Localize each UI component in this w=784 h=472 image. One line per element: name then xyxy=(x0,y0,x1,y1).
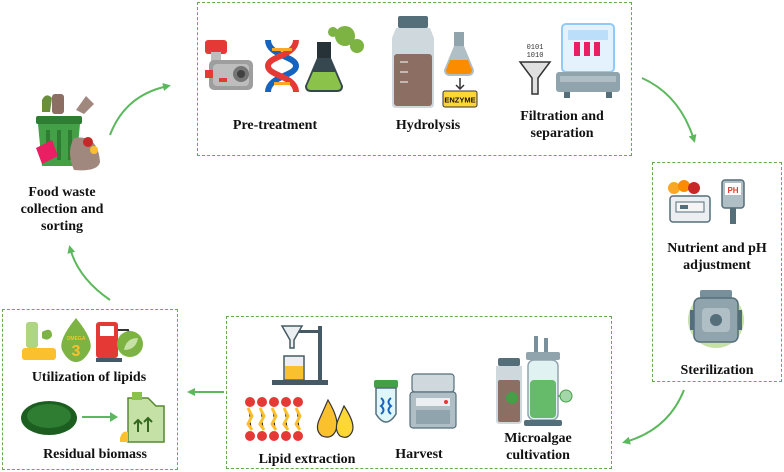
pretreatment-label: Pre-treatment xyxy=(232,118,318,133)
binary-text-2: 1010 xyxy=(527,52,544,60)
centrifuge-icon xyxy=(409,373,457,429)
arrow-sterilization-to-cultivation xyxy=(622,389,685,445)
filtration-label: Filtration and separation xyxy=(520,109,604,141)
fertilizer-jerrycan-icon xyxy=(120,392,165,443)
enzyme-tag-icon: ENZYME xyxy=(442,78,478,108)
arrow-filtration-to-nutrient xyxy=(641,77,697,143)
filtration-device-icon xyxy=(556,23,620,98)
utilization-label: Utilization of lipids xyxy=(31,370,147,385)
omega3-icon: OMEGA 3 xyxy=(61,318,91,362)
reagent-flask-icon xyxy=(444,32,474,76)
meat-grinder-icon xyxy=(205,40,253,90)
extraction-apparatus-icon xyxy=(272,325,328,385)
flask-bubbles-icon xyxy=(305,26,364,92)
food-waste-label: Food waste collection and sorting xyxy=(20,185,104,234)
hydrolysis-label: Hydrolysis xyxy=(395,118,461,133)
hydrolysate-bottle-icon xyxy=(392,16,434,108)
residual-biomass-label: Residual biomass xyxy=(43,447,147,462)
autoclave-icon xyxy=(688,290,744,348)
ph-text: PH xyxy=(727,186,738,195)
binary-funnel-icon: 0101 1010 xyxy=(518,44,552,95)
lipid-extraction-label: Lipid extraction xyxy=(258,452,356,467)
photobioreactor-icon xyxy=(496,336,573,426)
omega-text: OMEGA xyxy=(67,336,86,342)
sterilization-label: Sterilization xyxy=(680,363,754,378)
algae-biomass-dish-icon xyxy=(21,401,77,435)
arrow-utilization-to-waste xyxy=(67,245,111,301)
ph-meter-icon: PH xyxy=(721,179,745,224)
arrow-right-icon xyxy=(82,412,118,422)
arrow-waste-to-pretreatment xyxy=(109,83,171,136)
cosmetics-icon xyxy=(22,322,56,360)
nutrient-bottles-icon xyxy=(668,180,711,223)
dna-icon xyxy=(264,39,300,93)
sample-tube-icon xyxy=(374,380,398,423)
nutrient-label: Nutrient and pH adjustment xyxy=(667,241,767,273)
food-waste-bin-icon xyxy=(36,94,100,171)
harvest-label: Harvest xyxy=(395,447,443,462)
lipid-beads-icon xyxy=(245,397,303,441)
cultivation-label: Microalgae cultivation xyxy=(504,431,572,463)
omega-number: 3 xyxy=(72,343,81,360)
oil-drops-icon xyxy=(316,398,354,438)
binary-text-1: 0101 xyxy=(527,44,544,52)
enzyme-text: ENZYME xyxy=(444,96,475,105)
biofuel-pump-icon xyxy=(96,322,143,362)
